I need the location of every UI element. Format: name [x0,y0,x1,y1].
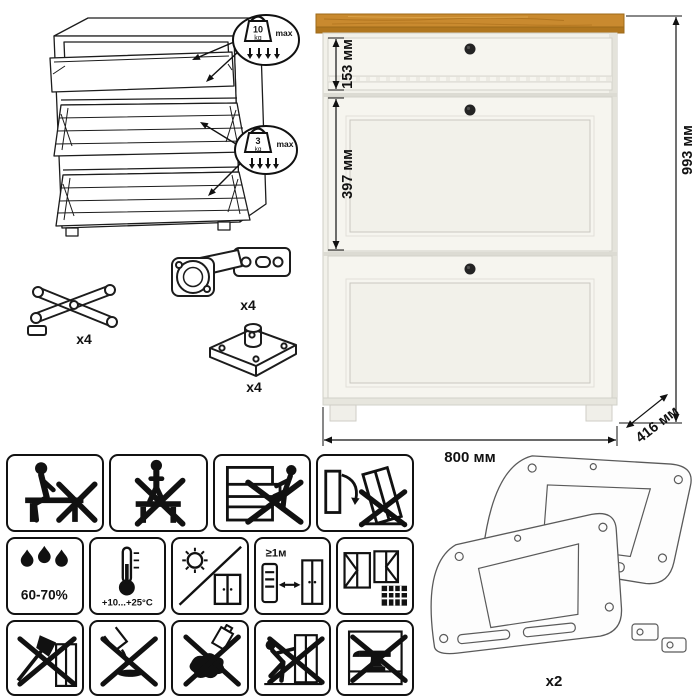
dim-total-height [619,15,682,424]
side-frame-front-icon [421,511,629,657]
pictogram-no-liquids [88,620,167,696]
cabinet-foot [329,404,357,422]
pictogram-row-3 [6,620,414,696]
weight-icon [243,127,273,153]
drawer-load-callout: 10 kg max [192,14,300,82]
pictogram-temperature: +10...+25°C [88,537,167,615]
wireframe-open-drawer [49,51,235,93]
cabinet-drawer-front [327,37,613,91]
door-knob [464,263,476,275]
no-liquids-icon [100,626,158,687]
water-drops-icon [21,546,69,567]
humidity-label: 60-70% [21,588,68,603]
ventilation-icon [343,550,407,606]
drawer-load-max-label: max [275,28,292,38]
leg-bracket-qty: x4 [246,379,262,395]
temperature-range-icon: +10...+25°C [102,546,153,609]
assembly-diagram-section: 10 kg max 3 kg [27,14,300,395]
wireframe-foot [65,227,79,237]
temperature-label: +10...+25°C [102,598,153,609]
pictogram-no-dragging [253,620,332,696]
humidity-range-icon: 60-70% [21,546,69,603]
distributed-load-arrows-icon [247,48,280,59]
hinge-qty: x4 [240,297,256,313]
wireframe-top-face [53,17,261,37]
weight-icon [243,15,273,42]
no-climbing-icon [226,465,304,525]
leg-bracket-icon [209,323,297,377]
drawer-knob [464,43,476,55]
side-frame-parts-section: x2 [421,446,695,690]
no-chopping-icon [17,635,78,688]
side-frame-qty: x2 [546,673,563,690]
door-load-max-label: max [276,139,293,149]
wireframe-open-door-1 [53,102,247,157]
pictogram-heat-distance: ≥1м [253,537,332,615]
shoe-cabinet-render [315,13,625,422]
grid-icon [381,585,407,606]
dim-drawer-height-label: 153 мм [340,39,356,89]
wireframe-cabinet-drawing [49,17,267,237]
cabinet-bottom-door [327,255,613,399]
pictogram-row-1 [6,454,414,532]
hinge-icon [171,247,291,297]
pictogram-no-sunlight [171,537,249,615]
lid-stay-qty: x4 [76,331,92,347]
distributed-load-arrows-icon [249,158,279,169]
door-load-value: 3 [255,136,260,146]
cabinet-side-shade [609,33,617,405]
dim-width [322,407,618,446]
no-sitting-icon [25,462,98,524]
no-chemicals-icon [183,624,241,687]
tip-over-warning-icon [323,466,407,528]
wireframe-open-door-2 [55,171,251,227]
cabinet-plinth [322,397,618,406]
panel-gap [323,93,617,97]
pointer-arrow-icon [208,188,216,196]
dim-depth-label: 416 мм [633,403,682,446]
cabinet-wood-top [315,13,625,34]
no-dragging-icon [264,634,325,686]
dim-depth [626,394,668,428]
door-knob [464,104,476,116]
panel-gap [323,252,617,256]
heat-distance-icon: ≥1м [261,548,324,606]
pictogram-row-2: 60-70% +10...+25°C [6,537,414,615]
pointer-arrow-icon [192,53,201,60]
cabinet-middle-door [327,96,613,252]
dim-door-height [328,97,344,251]
pictogram-no-heavy-load [336,620,414,696]
door-load-callout: 3 kg max [200,122,298,196]
pictogram-humidity: 60-70% [6,537,84,615]
drawer-load-value: 10 [253,25,263,35]
pointer-arrow-icon [206,74,214,82]
pictogram-no-sitting [6,454,105,532]
dim-total-height-label: 993 мм [680,125,696,175]
pictogram-no-chemicals [171,620,249,696]
frame-clip-parts-icon [631,623,687,653]
pictogram-tip-over [315,454,414,532]
no-heavy-load-icon [347,630,408,686]
dim-door-height-label: 397 мм [340,149,356,199]
avoid-sunlight-icon [178,546,242,606]
cabinet-foot [585,404,613,422]
drawer-load-unit: kg [254,35,262,42]
dim-drawer-height [328,37,344,91]
heat-distance-label: ≥1м [266,548,287,560]
pointer-arrow-icon [200,122,209,129]
no-standing-icon [134,460,186,527]
pictogram-grid: 60-70% +10...+25°C [6,454,414,696]
pictogram-ventilation [336,537,414,615]
lid-stay-icon [27,284,118,336]
product-render-section: 153 мм 397 мм 993 мм [315,13,696,466]
pictogram-no-climbing [212,454,311,532]
pictogram-no-chopping [6,620,84,696]
wireframe-foot [217,221,231,231]
dim-width-label: 800 мм [444,449,495,466]
pictogram-no-standing [109,454,208,532]
door-load-unit: kg [255,146,262,153]
